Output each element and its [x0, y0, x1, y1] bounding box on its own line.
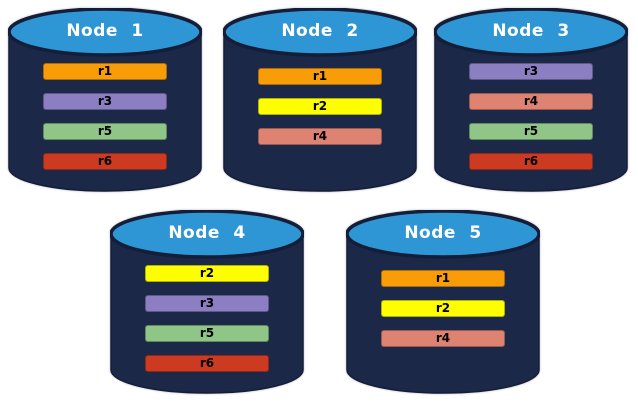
replica-bar-r1: r1	[258, 68, 382, 85]
database-node: Node 5 r1 r2 r4	[346, 210, 540, 394]
replica-list: r2 r3 r5 r6	[110, 265, 304, 372]
node-title: Node 3	[492, 21, 570, 41]
database-node: Node 1 r1 r3 r5 r6	[8, 8, 202, 192]
replica-bar-r5: r5	[43, 123, 167, 140]
node-title: Node 4	[168, 223, 246, 243]
replica-list: r1 r3 r5 r6	[8, 63, 202, 170]
replica-bar-r4: r4	[469, 93, 593, 110]
replica-bar-r2: r2	[145, 265, 269, 282]
replica-bar-r4: r4	[381, 330, 505, 347]
replica-bar-r1: r1	[381, 270, 505, 287]
replica-bar-r5: r5	[145, 325, 269, 342]
replica-bar-r5: r5	[469, 123, 593, 140]
replica-bar-r1: r1	[43, 63, 167, 80]
database-node: Node 4 r2 r3 r5 r6	[110, 210, 304, 394]
node-title: Node 1	[66, 21, 144, 41]
replica-bar-r2: r2	[381, 300, 505, 317]
replica-bar-r4: r4	[258, 128, 382, 145]
replica-list: r3 r4 r5 r6	[434, 63, 628, 170]
replica-bar-r2: r2	[258, 98, 382, 115]
node-title: Node 2	[281, 21, 359, 41]
replica-bar-r3: r3	[43, 93, 167, 110]
replica-bar-r6: r6	[469, 153, 593, 170]
replica-bar-r3: r3	[145, 295, 269, 312]
node-title: Node 5	[404, 223, 482, 243]
replica-bar-r6: r6	[43, 153, 167, 170]
replica-list: r1 r2 r4	[223, 68, 417, 145]
replica-bar-r3: r3	[469, 63, 593, 80]
replica-list: r1 r2 r4	[346, 270, 540, 347]
replica-bar-r6: r6	[145, 355, 269, 372]
database-node: Node 3 r3 r4 r5 r6	[434, 8, 628, 192]
database-node: Node 2 r1 r2 r4	[223, 8, 417, 192]
